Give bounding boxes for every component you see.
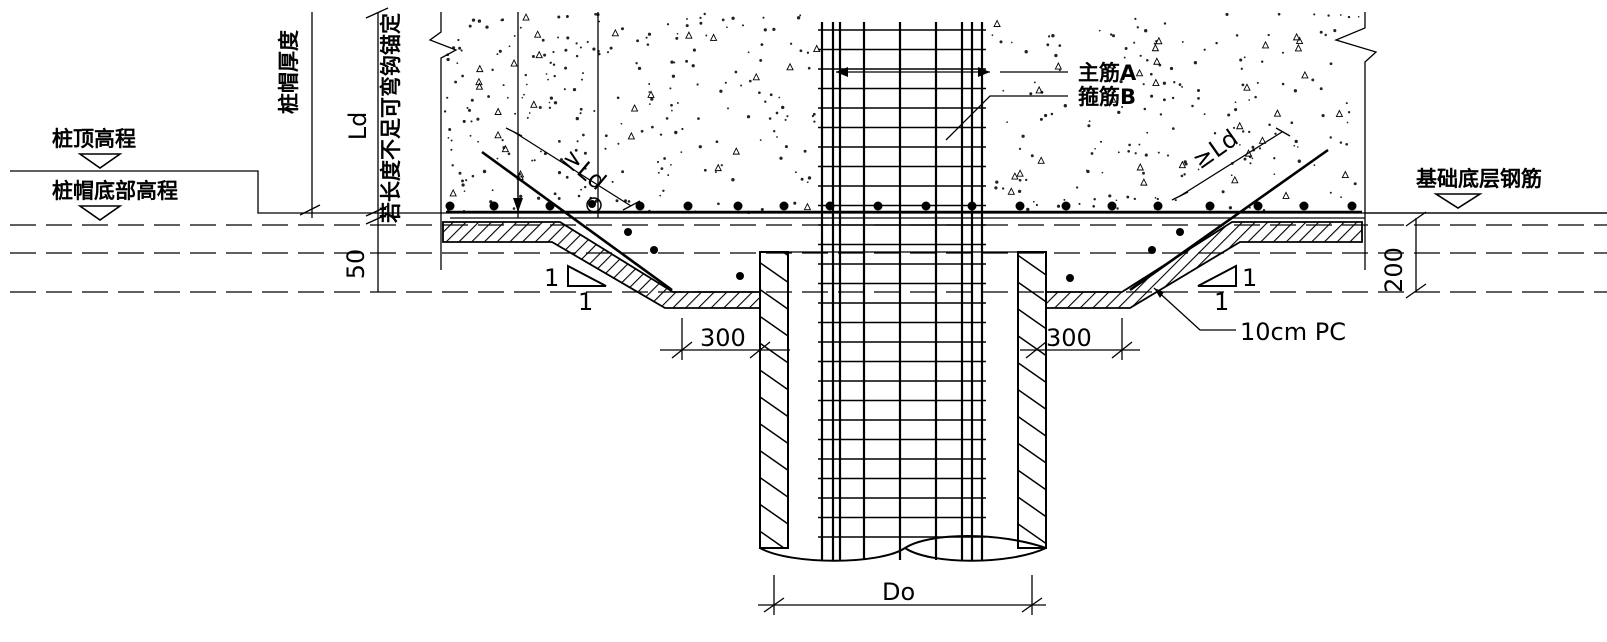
do-label: Do [882, 578, 915, 606]
pc-note-label: 10cm PC [1240, 318, 1346, 346]
concrete-speckle-pattern [443, 12, 1360, 215]
stirrup-label: 箍筋B [1078, 85, 1136, 109]
base-rebar-label: 基础底层钢筋 [1416, 167, 1542, 191]
main-bar-label: 主筋A [1078, 61, 1137, 85]
dim-50-label: 50 [342, 249, 370, 280]
cap-thickness-label: 桩帽厚度 [277, 30, 301, 114]
elevation-lines [10, 170, 1607, 293]
slope-rebar [446, 148, 1362, 292]
pc-blinding-layer [442, 221, 761, 309]
slope-run-left-label: 1 [578, 288, 593, 316]
ld-label: Ld [344, 112, 372, 141]
pile-casing-right [1017, 251, 1047, 549]
cap-bottom-elevation-label: 桩帽底部高程 [52, 179, 178, 203]
slope-rise-left-label: 1 [544, 264, 559, 292]
pile-top-elevation-label: 桩顶高程 [52, 127, 136, 151]
rebar-cage [818, 22, 986, 560]
slope-run-right-label: 1 [1214, 288, 1229, 316]
dimension-lines [77, 7, 1483, 615]
anchor-note-label: 若长度不足可弯钩锚定 [379, 13, 403, 224]
pc-blinding-layer-right [1045, 221, 1363, 309]
pile-casing-left [759, 251, 789, 549]
slope-ld-right-label: ≥Ld [1187, 124, 1243, 175]
dim-200-label: 200 [1380, 247, 1408, 293]
dim-300-right-label: 300 [1046, 324, 1092, 352]
slope-rise-right-label: 1 [1242, 264, 1257, 292]
rebar-section-dots [445, 197, 1357, 282]
dim-300-left-label: 300 [700, 324, 746, 352]
